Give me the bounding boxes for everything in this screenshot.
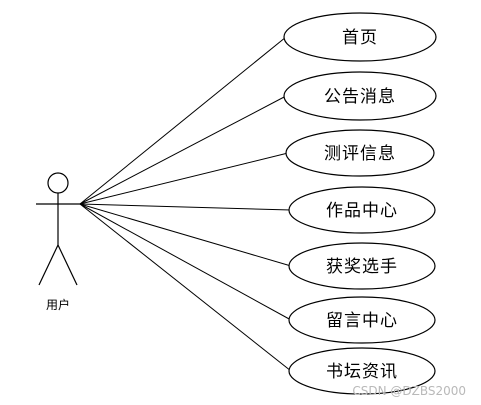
use-case-ellipse <box>288 296 436 344</box>
use-case-ellipse <box>288 186 436 234</box>
use-case-ellipse <box>283 12 437 62</box>
use-case-works-center[interactable]: 作品中心 <box>288 186 436 234</box>
association-line-5 <box>79 203 292 321</box>
use-case-label: 公告消息 <box>324 87 396 107</box>
association-line-3 <box>79 203 292 211</box>
association-line-4 <box>79 203 292 267</box>
association-line-2 <box>79 152 289 205</box>
use-case-label: 作品中心 <box>326 201 398 221</box>
association-lines <box>79 36 292 372</box>
use-case-home[interactable]: 首页 <box>283 12 437 62</box>
use-case-label: 书坛资讯 <box>326 362 398 382</box>
actor-head <box>47 172 69 194</box>
association-line-6 <box>79 203 292 372</box>
actor-label: 用户 <box>46 297 70 312</box>
actor-right-leg <box>57 244 78 286</box>
actor-figure <box>36 172 80 286</box>
association-line-1 <box>79 95 287 205</box>
use-case-ellipse <box>285 129 435 177</box>
use-case-message-center[interactable]: 留言中心 <box>288 296 436 344</box>
use-cases: 首页 公告消息 测评信息 作品中心 获奖选手 留言中心 书坛资讯 <box>283 12 437 395</box>
use-case-ellipse <box>288 242 436 290</box>
association-line-0 <box>79 36 287 205</box>
use-case-announcements[interactable]: 公告消息 <box>283 71 437 121</box>
use-case-award-winners[interactable]: 获奖选手 <box>288 242 436 290</box>
use-case-label: 获奖选手 <box>326 257 398 277</box>
use-case-ellipse <box>288 347 436 395</box>
use-case-evaluation-info[interactable]: 测评信息 <box>285 129 435 177</box>
use-case-label: 测评信息 <box>324 144 396 164</box>
use-case-label: 首页 <box>342 28 378 48</box>
actor-left-leg <box>38 244 59 286</box>
use-case-label: 留言中心 <box>326 311 398 331</box>
use-case-ellipse <box>283 71 437 121</box>
watermark: CSDN @DZBS2000 <box>352 384 466 398</box>
use-case-calligraphy-news[interactable]: 书坛资讯 <box>288 347 436 395</box>
